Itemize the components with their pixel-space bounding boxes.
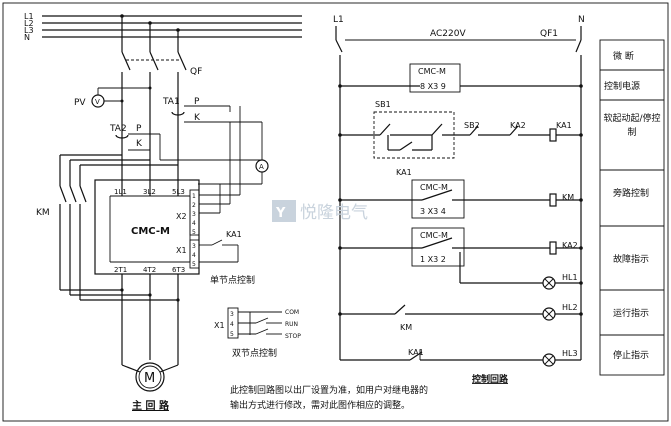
svg-text:1: 1 [192, 193, 196, 200]
table-cell-breaker: 微 断 [613, 50, 634, 62]
svg-text:COM: COM [285, 309, 299, 316]
control-circuit: L1 N AC220V QF1 CMC-M 8 X3 9 SB1 KA1 [333, 15, 585, 385]
svg-text:5L3: 5L3 [172, 188, 185, 196]
dual-contact-label: 双节点控制 [232, 347, 277, 359]
svg-text:HL2: HL2 [562, 303, 578, 312]
svg-text:1L1: 1L1 [114, 188, 127, 196]
qf-label: QF [190, 67, 202, 77]
note-line-2: 输出方式进行修改，需对此图作相应的调整。 [230, 399, 410, 411]
svg-text:V: V [95, 98, 100, 106]
svg-text:N: N [578, 15, 585, 25]
svg-text:SB2: SB2 [464, 121, 480, 130]
table-cell-control-power: 控制电源 [604, 80, 640, 92]
svg-text:M: M [144, 371, 155, 386]
ka1-coil-icon [549, 128, 557, 142]
svg-text:4: 4 [192, 252, 196, 259]
ta2-label: TA2 [109, 124, 127, 134]
svg-text:L1: L1 [333, 15, 344, 25]
svg-text:P: P [194, 97, 200, 107]
function-table: 微 断 控制电源 软起动起/停控制 旁路控制 故障指示 运行指示 停止指示 [599, 39, 665, 376]
svg-text:1 X3 2: 1 X3 2 [420, 255, 446, 264]
svg-text:CMC-M: CMC-M [420, 183, 448, 192]
svg-text:KM: KM [400, 323, 412, 332]
table-cell-stop: 停止指示 [613, 349, 649, 361]
ka2-coil-icon [549, 241, 557, 255]
svg-text:4: 4 [230, 321, 234, 328]
bus-label-n: N [24, 33, 30, 42]
svg-text:K: K [136, 139, 143, 149]
watermark-text: 悦隆电气 [300, 203, 368, 223]
table-cell-run: 运行指示 [613, 307, 649, 319]
module-title: CMC-M [131, 226, 170, 237]
qf1-label: QF1 [540, 29, 558, 39]
svg-text:KA1: KA1 [556, 121, 572, 130]
watermark-logo: Y 悦隆电气 [272, 200, 368, 223]
motor-icon [135, 362, 165, 392]
ta2-icon [115, 134, 129, 139]
svg-text:RUN: RUN [285, 321, 298, 328]
cmc-m-box-3 [411, 227, 465, 267]
svg-text:8 X3 9: 8 X3 9 [420, 82, 446, 91]
svg-text:HL1: HL1 [562, 273, 578, 282]
ta1-icon [171, 111, 185, 116]
svg-text:2: 2 [192, 202, 196, 209]
svg-text:5: 5 [192, 261, 196, 268]
km-coil-icon [549, 193, 557, 207]
main-circuit: L1 L2 L3 N QF V PV TA1 P K [24, 12, 302, 412]
control-circuit-caption: 控制回路 [472, 373, 509, 385]
note-line-1: 此控制回路图以出厂设置为准，如用户对继电器的 [230, 384, 428, 396]
table-cell-fault: 故障指示 [613, 253, 649, 265]
supply-label: AC220V [430, 29, 466, 39]
svg-text:3L2: 3L2 [143, 188, 156, 196]
svg-text:4: 4 [192, 220, 196, 227]
svg-text:3 X3 4: 3 X3 4 [420, 207, 446, 216]
ka1-contact-label: KA1 [226, 230, 242, 239]
single-contact-label: 单节点控制 [210, 274, 255, 286]
cmc-m-box-2 [411, 179, 465, 219]
pv-label: PV [74, 98, 86, 108]
svg-text:6T3: 6T3 [172, 266, 185, 274]
svg-text:STOP: STOP [285, 333, 301, 340]
svg-text:4T2: 4T2 [143, 266, 156, 274]
cmc-m-box-1 [409, 63, 461, 93]
svg-text:KM: KM [562, 193, 574, 202]
svg-text:K: K [194, 113, 201, 123]
bus-label-l2: L2 [24, 19, 34, 28]
svg-text:CMC-M: CMC-M [418, 67, 446, 76]
svg-text:5: 5 [230, 331, 234, 338]
svg-text:3: 3 [192, 243, 196, 250]
x2-terminal-strip [189, 189, 200, 236]
svg-text:KA2: KA2 [510, 121, 526, 130]
table-cell-bypass: 旁路控制 [613, 187, 649, 199]
svg-text:A: A [259, 163, 264, 171]
main-circuit-caption: 主 回 路 [132, 399, 170, 412]
km-label: KM [36, 208, 50, 218]
x1-terminal-strip [189, 239, 200, 269]
svg-text:KA2: KA2 [562, 241, 578, 250]
svg-text:5: 5 [192, 229, 196, 236]
ta1-label: TA1 [162, 97, 180, 107]
svg-text:P: P [136, 124, 142, 134]
table-cell-soft-start: 软起动起/停控制 [603, 114, 661, 138]
svg-text:KA1: KA1 [408, 348, 424, 357]
svg-text:CMC-M: CMC-M [420, 231, 448, 240]
bus-label-l3: L3 [24, 26, 34, 35]
svg-text:X2: X2 [176, 212, 187, 221]
svg-text:3: 3 [192, 211, 196, 218]
svg-text:HL3: HL3 [562, 349, 578, 358]
svg-text:X1: X1 [176, 246, 187, 255]
svg-text:X1: X1 [214, 321, 225, 330]
svg-text:Y: Y [275, 206, 286, 221]
svg-text:SB1: SB1 [375, 100, 391, 109]
svg-text:KA1: KA1 [396, 168, 412, 177]
svg-text:2T1: 2T1 [114, 266, 127, 274]
bus-label-l1: L1 [24, 12, 34, 21]
svg-text:3: 3 [230, 311, 234, 318]
